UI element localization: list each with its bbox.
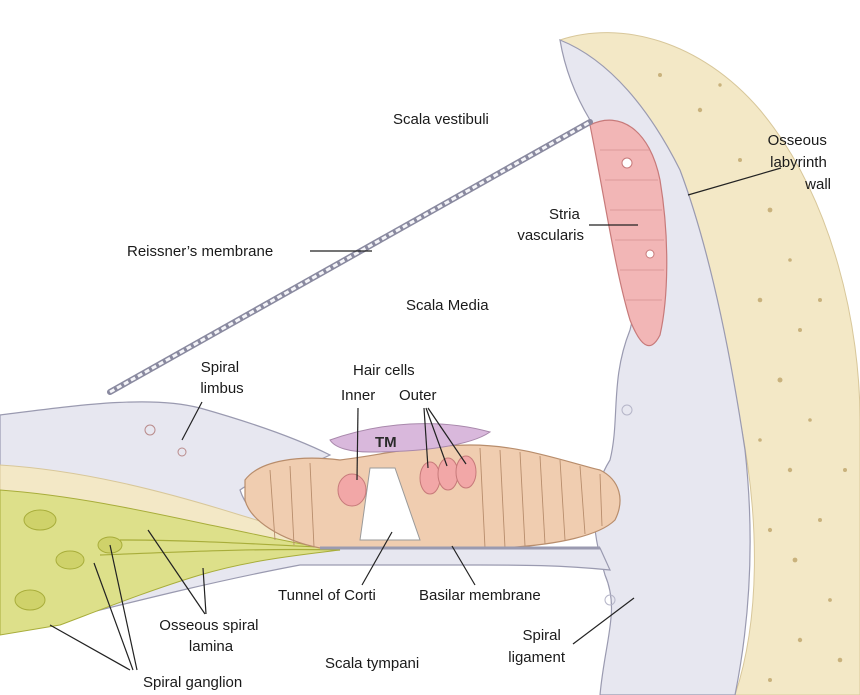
osseous-spiral-lamina-label: Osseous spiral lamina <box>159 617 262 655</box>
hair-cells-label: Hair cells <box>353 362 415 379</box>
spiral-limbus-label: Spiral limbus <box>200 359 243 397</box>
inner-hair-cell <box>338 474 366 506</box>
reissners-membrane-label: Reissner’s membrane <box>127 243 273 260</box>
outer-hair-cell-2 <box>438 458 458 490</box>
scala-vestibuli-label: Scala vestibuli <box>393 111 489 128</box>
inner-label: Inner <box>341 387 375 404</box>
spiral-ligament-label: Spiral ligament <box>508 627 566 666</box>
outer-hair-cell-3 <box>456 456 476 488</box>
stria-vascularis-label: Stria vascularis <box>517 206 584 244</box>
outer-hair-cell-1 <box>420 462 440 494</box>
scala-tympani-label: Scala tympani <box>325 655 419 672</box>
spiral-ganglion-label: Spiral ganglion <box>143 674 242 691</box>
basilar-membrane-label: Basilar membrane <box>419 587 541 604</box>
organ-of-corti-shape <box>245 445 620 548</box>
scala-media-label: Scala Media <box>406 297 489 314</box>
outer-label: Outer <box>399 387 437 404</box>
tunnel-of-corti-label: Tunnel of Corti <box>278 587 376 604</box>
tm-label: TM <box>375 434 397 451</box>
